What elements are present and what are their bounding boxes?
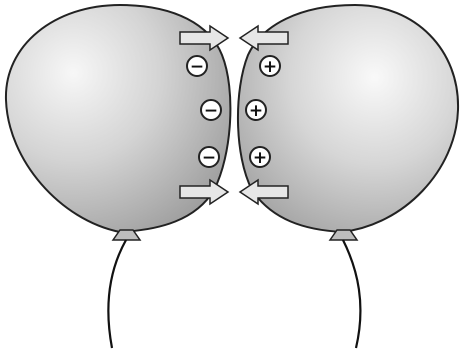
positive-charge-2: + — [246, 100, 266, 121]
negative-charge-1: − — [187, 56, 207, 77]
positive-charge-symbol: + — [253, 148, 267, 168]
negative-charge-symbol: − — [190, 57, 204, 77]
negative-charge-3: − — [199, 147, 219, 168]
negative-charge-symbol: − — [202, 148, 216, 168]
positive-charge-1: + — [260, 56, 280, 77]
negative-charge-symbol: − — [204, 101, 218, 121]
negative-charge-2: − — [201, 100, 221, 121]
positive-charge-3: + — [250, 147, 270, 168]
left-balloon-string — [108, 240, 126, 348]
right-balloon-string — [343, 240, 360, 348]
positive-charge-symbol: + — [249, 101, 263, 121]
positive-charge-symbol: + — [263, 57, 277, 77]
